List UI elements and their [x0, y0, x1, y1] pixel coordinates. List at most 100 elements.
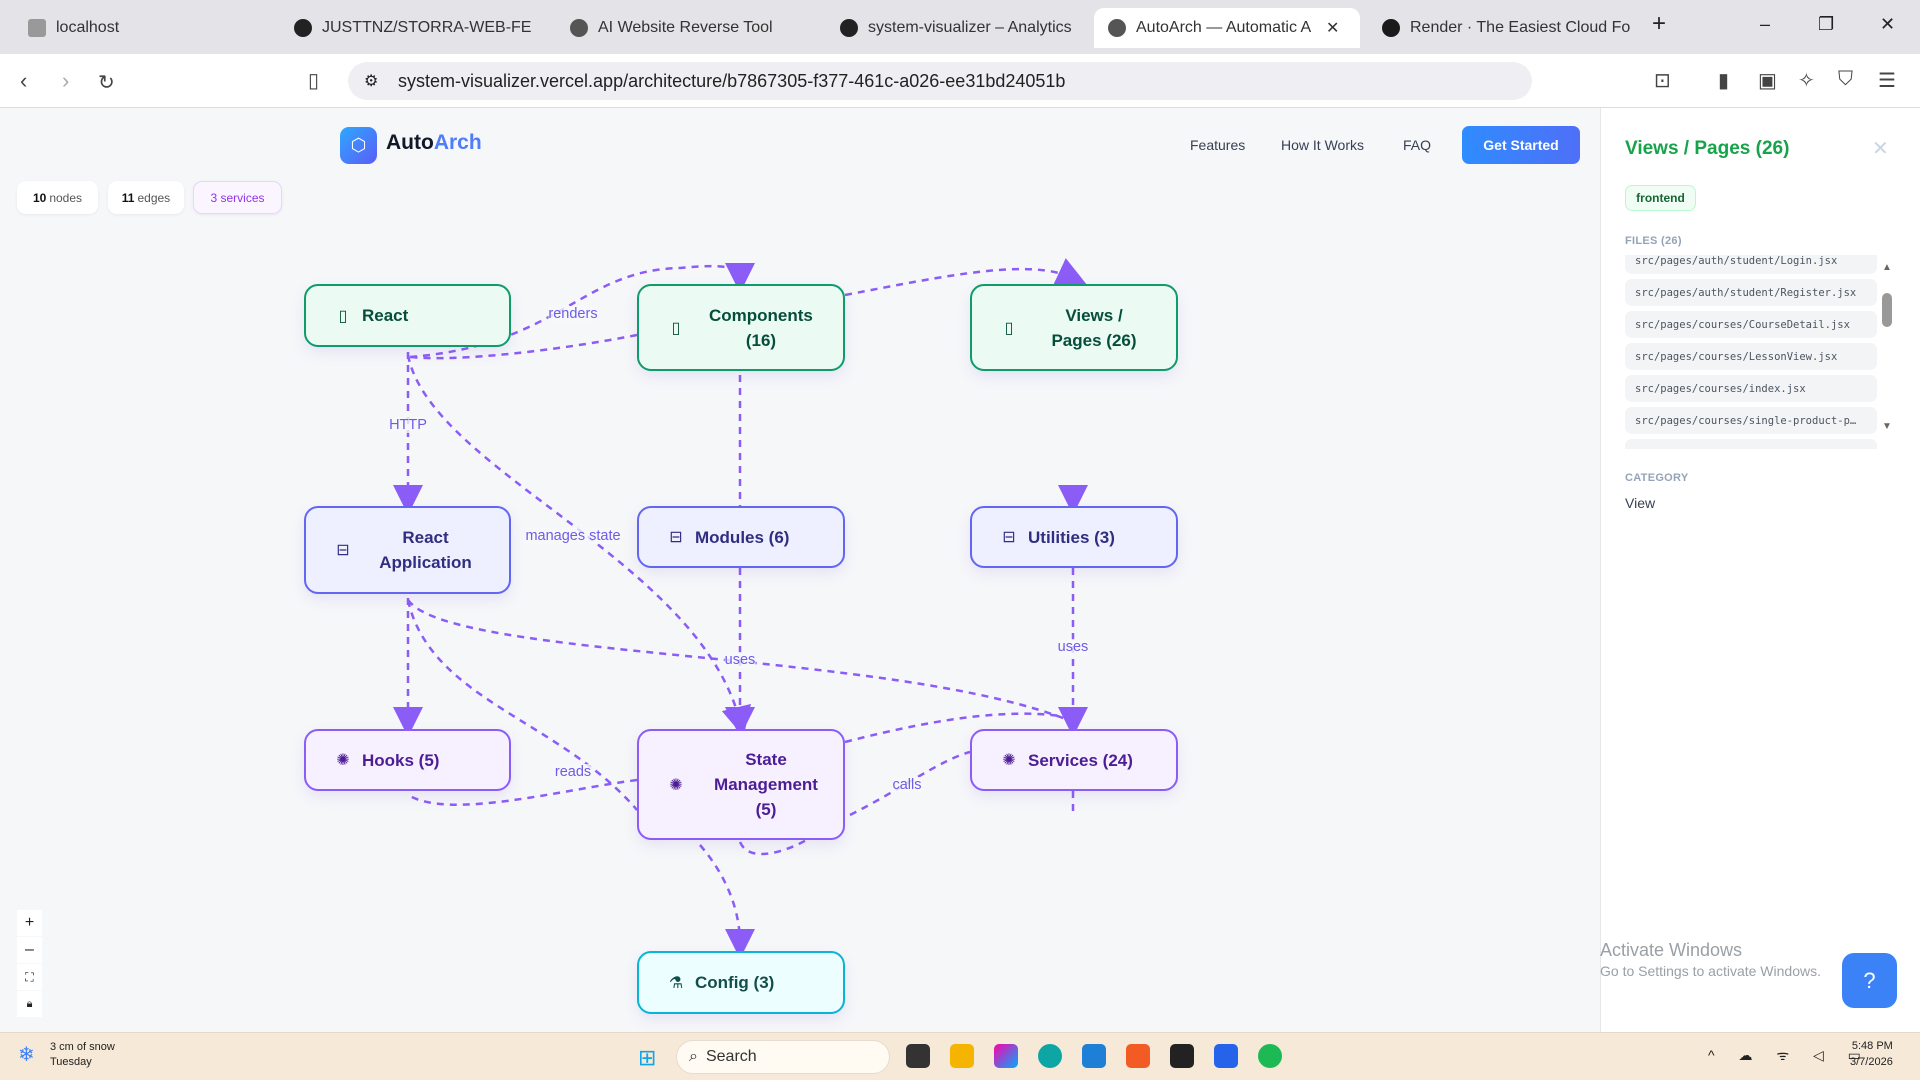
edge-icon[interactable]	[1038, 1044, 1062, 1068]
lock-icon[interactable]: 🔒︎	[17, 991, 42, 1017]
node-utilities[interactable]: ⊟Utilities (3)	[970, 506, 1178, 568]
file-list[interactable]: src/pages/auth/student/Login.jsx src/pag…	[1625, 255, 1877, 449]
terminal-icon[interactable]	[1170, 1044, 1194, 1068]
edge-app-state[interactable]	[406, 599, 638, 811]
edge-state-services[interactable]	[844, 712, 1074, 744]
edge-components-views[interactable]	[844, 258, 1087, 297]
list-item[interactable]: src/pages/auth/student/Register.jsx	[1625, 279, 1877, 306]
openai-icon	[570, 19, 588, 37]
vscode-icon[interactable]	[1082, 1044, 1106, 1068]
help-button[interactable]: ?	[1842, 953, 1897, 1008]
list-item[interactable]: src/pages/courses/single-product-p…	[1625, 407, 1877, 434]
nav-faq[interactable]: FAQ	[1403, 137, 1432, 153]
node-react[interactable]: ▯React	[304, 284, 511, 347]
tab-localhost[interactable]: localhost	[14, 8, 264, 48]
gear-icon: ✺	[336, 752, 350, 769]
file-list-scrollbar[interactable]: ▲ ▼	[1881, 262, 1893, 442]
node-state-management[interactable]: ✺State Management (5)	[637, 729, 845, 840]
tab-render[interactable]: Render · The Easiest Cloud Fo	[1368, 8, 1630, 48]
file-explorer-icon[interactable]	[950, 1044, 974, 1068]
node-views-pages[interactable]: ▯Views / Pages (26)	[970, 284, 1178, 371]
logo-cube-icon[interactable]: ⬡	[340, 127, 377, 164]
edge-app-services[interactable]	[406, 599, 1074, 724]
node-services[interactable]: ✺Services (24)	[970, 729, 1178, 791]
tab-analytics[interactable]: system-visualizer – Analytics	[826, 8, 1086, 48]
windows-start-icon[interactable]: ⊞	[638, 1045, 657, 1070]
mobile-icon: ▯	[338, 307, 348, 325]
edge-label-manages-state: manages state	[525, 528, 621, 544]
list-item[interactable]: src/pages/auth/student/Login.jsx	[1625, 255, 1877, 274]
tab-github[interactable]: JUSTTNZ/STORRA-WEB-FE	[280, 8, 540, 48]
taskbar-search[interactable]: ⌕Search	[676, 1040, 890, 1074]
browser-tab-bar: localhost JUSTTNZ/STORRA-WEB-FE AI Websi…	[0, 0, 1920, 54]
menu-icon[interactable]: ☰	[1878, 70, 1896, 92]
edge-state-services-calls[interactable]	[849, 750, 971, 817]
close-icon[interactable]: ✕	[1872, 138, 1889, 160]
mobile-icon: ▯	[1004, 319, 1014, 337]
edge-state-loop[interactable]	[738, 836, 811, 856]
sidebar-icon[interactable]: ▮	[1718, 70, 1730, 92]
system-tray[interactable]: ^ ☁ ᯤ ◁ ▭	[1708, 1047, 1871, 1063]
close-tab-icon[interactable]: ✕	[1326, 20, 1340, 37]
vpn-icon[interactable]: ⛉	[1838, 68, 1853, 90]
files-label: FILES (26)	[1625, 235, 1682, 247]
edge-label-calls: calls	[892, 777, 922, 793]
favicon-icon	[28, 19, 46, 37]
site-settings-icon[interactable]: ⚙	[364, 73, 379, 90]
globe-icon	[1108, 19, 1126, 37]
back-icon[interactable]: ‹	[20, 68, 28, 93]
node-config[interactable]: ⚗Config (3)	[637, 951, 845, 1014]
list-item[interactable]: src/pages/courses/CourseDetail.jsx	[1625, 311, 1877, 338]
node-components[interactable]: ▯Components (16)	[637, 284, 845, 371]
list-item[interactable]: src/pages/courses/LessonView.jsx	[1625, 343, 1877, 370]
list-item[interactable]	[1625, 439, 1877, 449]
reader-icon[interactable]: ⊡	[1654, 70, 1671, 92]
nav-how-it-works[interactable]: How It Works	[1281, 137, 1364, 153]
restore-button[interactable]: ❐	[1818, 14, 1835, 34]
gear-icon: ✺	[669, 776, 683, 794]
minimize-button[interactable]: –	[1760, 14, 1771, 34]
nav-features[interactable]: Features	[1190, 137, 1246, 153]
edge-label-uses: uses	[1057, 639, 1089, 655]
task-view-icon[interactable]	[906, 1044, 930, 1068]
edge-components-react[interactable]	[409, 333, 638, 360]
list-item[interactable]: src/pages/courses/index.jsx	[1625, 375, 1877, 402]
wallet-icon[interactable]: ▣	[1758, 70, 1777, 92]
edge-state-config[interactable]	[699, 844, 755, 959]
get-started-button[interactable]: Get Started	[1462, 126, 1580, 164]
zoom-in-button[interactable]: +	[17, 910, 42, 936]
reload-icon[interactable]: ↻	[98, 72, 115, 94]
edge-state-hooks[interactable]	[407, 778, 638, 806]
edge-label-reads: reads	[554, 764, 592, 780]
scroll-thumb[interactable]	[1882, 293, 1892, 327]
zoom-out-button[interactable]: –	[17, 937, 42, 963]
node-modules[interactable]: ⊟Modules (6)	[637, 506, 845, 568]
close-window-button[interactable]: ✕	[1880, 14, 1896, 34]
category-value: View	[1625, 495, 1656, 511]
panel-title: Views / Pages (26)	[1625, 138, 1790, 159]
services-count[interactable]: 3 services	[193, 181, 282, 214]
node-hooks[interactable]: ✺Hooks (5)	[304, 729, 511, 791]
graph-canvas[interactable]	[0, 108, 1600, 1032]
node-react-application[interactable]: ⊟React Application	[304, 506, 511, 594]
leo-icon[interactable]: ✧	[1798, 70, 1815, 92]
store-icon[interactable]	[1214, 1044, 1238, 1068]
tab-autoarch[interactable]: AutoArch — Automatic A✕	[1094, 8, 1360, 48]
forward-icon[interactable]: ›	[62, 68, 70, 93]
copilot-icon[interactable]	[994, 1044, 1018, 1068]
vercel-icon	[840, 19, 858, 37]
github-icon	[294, 19, 312, 37]
url-bar[interactable]: ⚙system-visualizer.vercel.app/architectu…	[348, 62, 1532, 100]
spotify-icon[interactable]	[1258, 1044, 1282, 1068]
new-tab-button[interactable]: +	[1652, 10, 1667, 37]
fit-view-button[interactable]: ⛶	[17, 964, 42, 990]
bookmark-icon[interactable]: ▯	[308, 70, 320, 92]
scroll-up-icon[interactable]: ▲	[1882, 262, 1892, 273]
brave-icon[interactable]	[1126, 1044, 1150, 1068]
tab-reverse-tool[interactable]: AI Website Reverse Tool	[556, 8, 816, 48]
brand-name[interactable]: AutoArch	[386, 131, 482, 154]
scroll-down-icon[interactable]: ▼	[1882, 421, 1892, 432]
